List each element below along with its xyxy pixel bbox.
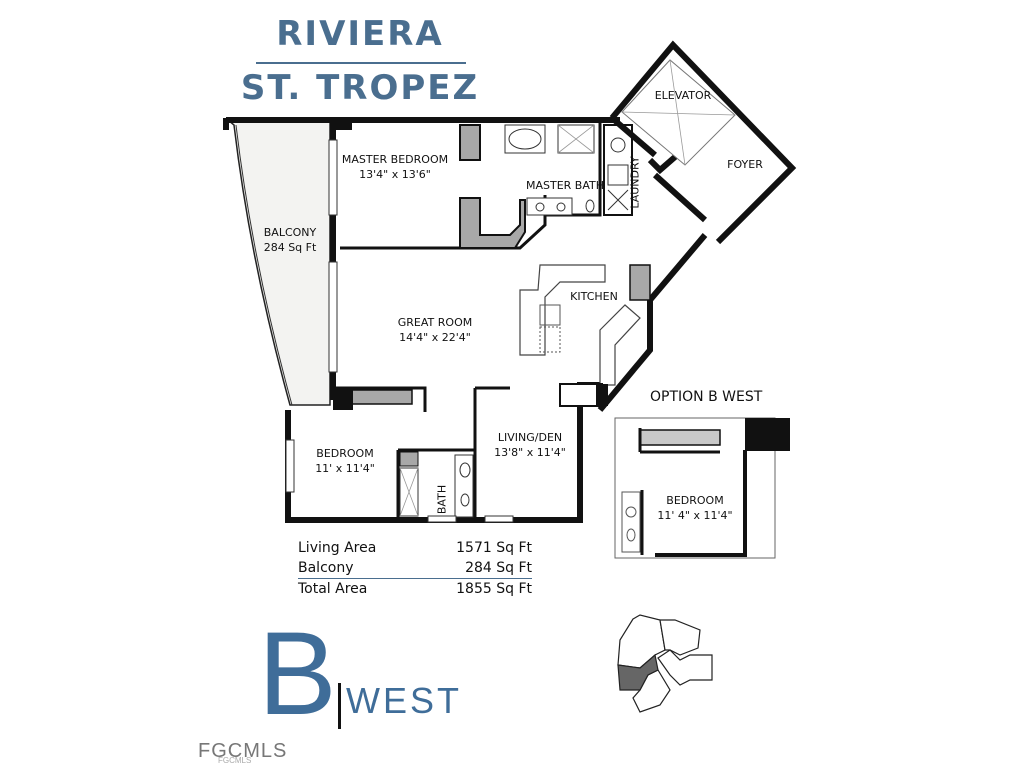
title-divider: [256, 62, 466, 64]
unit-wing: WEST: [346, 680, 462, 721]
key-plan: [617, 614, 713, 713]
area-row-living: Living Area 1571 Sq Ft: [298, 540, 532, 556]
elevator-label: ELEVATOR: [654, 89, 712, 102]
building-subname: ST. TROPEZ: [240, 68, 480, 108]
kitchen-label: KITCHEN: [570, 290, 618, 303]
unit-divider-bar: [338, 683, 341, 729]
foyer-label: FOYER: [727, 158, 763, 171]
area-total-divider: [298, 578, 532, 579]
area-row-balcony: Balcony 284 Sq Ft: [298, 560, 532, 576]
area-summary-table: Living Area 1571 Sq Ft Balcony 284 Sq Ft…: [298, 538, 532, 599]
option-title: OPTION B WEST: [650, 389, 763, 405]
bedroom-label: BEDROOM 11' x 11'4": [315, 447, 375, 475]
building-name: RIVIERA: [276, 14, 444, 54]
great-room-label: GREAT ROOM 14'4" x 22'4": [397, 316, 473, 344]
watermark-small: FGCMLS: [218, 756, 252, 765]
option-bedroom-label: BEDROOM 11' 4" x 11'4": [657, 494, 733, 522]
watermark-logo: FGCMLS: [198, 740, 288, 762]
balcony-label: BALCONY 284 Sq Ft: [263, 226, 317, 254]
balcony-area: [225, 119, 331, 406]
laundry-label: LAUNDRY: [628, 156, 642, 209]
bath-label: BATH: [435, 484, 449, 515]
living-den-label: LIVING/DEN 13'8" x 11'4": [494, 431, 566, 459]
unit-letter: B: [258, 608, 337, 740]
master-bedroom-label: MASTER BEDROOM 13'4" x 13'6": [341, 153, 449, 181]
area-row-total: Total Area 1855 Sq Ft: [298, 581, 532, 597]
master-bath-label: MASTER BATH: [525, 179, 604, 192]
